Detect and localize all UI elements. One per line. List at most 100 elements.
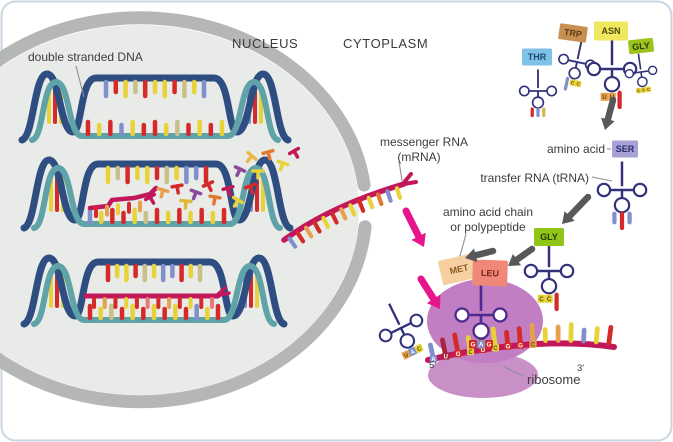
free-nucleotide bbox=[276, 159, 290, 172]
mrna-flow-arrow-1 bbox=[402, 207, 426, 247]
free-nucleotide bbox=[233, 165, 247, 178]
free-nucleotide bbox=[156, 186, 170, 199]
anticodon-base bbox=[485, 340, 493, 349]
mrna-base bbox=[452, 332, 460, 354]
anticodon-letter: C bbox=[570, 80, 575, 86]
amino-acid-name: GLY bbox=[540, 232, 558, 242]
trna-flow-arrow-2 bbox=[562, 193, 592, 224]
mrna-codon-letter: C bbox=[531, 343, 536, 349]
exit-mrna-layer bbox=[281, 172, 418, 249]
anticodon-base bbox=[407, 346, 418, 357]
amino-acid-name: THR bbox=[528, 52, 547, 62]
chain-growth-arrow bbox=[465, 247, 497, 263]
chain-pointer-line bbox=[459, 233, 467, 257]
mrna-base bbox=[375, 192, 384, 207]
mrna-codon-letter: U bbox=[481, 348, 485, 354]
anticodon-base bbox=[600, 92, 609, 101]
ribosome-small-subunit bbox=[428, 352, 538, 398]
amino-acid-tag-asn: ASN bbox=[594, 21, 628, 41]
amino-acid-tag-thr: THR bbox=[522, 48, 552, 66]
mrna-base bbox=[581, 327, 587, 344]
amino-acid-chain-label-line2: or polypeptide bbox=[450, 220, 526, 234]
dna-strand-top bbox=[20, 156, 294, 232]
mrna-base bbox=[394, 186, 403, 200]
amino-acid-tag-trp: TRP bbox=[558, 23, 588, 43]
dna-layer bbox=[18, 70, 294, 328]
free-nucleotide bbox=[189, 188, 203, 201]
amino-acid-name: MET bbox=[449, 262, 470, 276]
amino-acid-tag-met: MET bbox=[437, 252, 481, 286]
trna-ser bbox=[596, 161, 648, 231]
anticodon-base bbox=[574, 80, 582, 88]
amino-acid-tag-leu: LEU bbox=[472, 259, 508, 287]
anticodon-base bbox=[401, 350, 411, 360]
mrna-flow-arrow-2 bbox=[417, 275, 441, 309]
anticodon-base bbox=[563, 76, 570, 91]
anticodon-base bbox=[569, 79, 576, 87]
free-nucleotide bbox=[245, 151, 258, 164]
anticodon-letter: G bbox=[471, 342, 476, 349]
anticodon-letter: C bbox=[642, 87, 646, 92]
amino-acid-name: TRP bbox=[563, 27, 582, 39]
mrna-base bbox=[516, 326, 523, 345]
free-nucleotide bbox=[261, 148, 275, 161]
mrna-codon-letter: G bbox=[506, 345, 511, 351]
anticodon-letter: C bbox=[416, 346, 422, 353]
double-stranded-dna-label: double stranded DNA bbox=[28, 50, 143, 64]
mrna-base bbox=[593, 326, 600, 345]
nuclear-membrane bbox=[0, 11, 372, 409]
anticodon-base bbox=[469, 340, 477, 349]
anticodon-letter: C bbox=[637, 88, 641, 93]
dna-molecule bbox=[20, 254, 288, 328]
trna-flow-arrow-3 bbox=[508, 245, 536, 266]
nucleus-label: NUCLEUS bbox=[232, 36, 298, 51]
mrna-base bbox=[529, 322, 536, 344]
mrna-end-fork bbox=[214, 286, 231, 298]
anticodon-base bbox=[640, 87, 647, 93]
mrna-codon-letter: C bbox=[493, 346, 498, 352]
anticodon-base bbox=[645, 86, 652, 93]
arrows-layer bbox=[402, 96, 617, 309]
free-nucleotides-layer bbox=[143, 146, 301, 210]
anticodon-base bbox=[477, 340, 485, 349]
mrna-base bbox=[366, 195, 375, 210]
mrna-partial-strand bbox=[87, 185, 159, 211]
mrna-codon-letter-box bbox=[429, 355, 438, 363]
amino-acid-tag-ser: SER bbox=[612, 140, 638, 158]
anticodon-letter: C bbox=[547, 296, 552, 303]
mrna-codon-letter-box bbox=[516, 341, 525, 349]
five-prime-label: 5' bbox=[429, 360, 436, 371]
mrna-pointer-line bbox=[398, 160, 403, 182]
free-nucleotide bbox=[231, 195, 245, 208]
mrna-base bbox=[490, 326, 498, 348]
anticodon-base bbox=[414, 343, 424, 354]
mrna-codon-letter: G bbox=[518, 344, 523, 350]
trna-layer: THRCCTRPUUASNCCCGLYSERCCGLYGAGUACMETLEU bbox=[378, 21, 658, 360]
free-nucleotide bbox=[287, 146, 301, 159]
ribosome-label: ribosome bbox=[527, 372, 580, 387]
messenger-rna-label-line2: (mRNA) bbox=[397, 150, 440, 164]
exit-mrna-strand bbox=[281, 181, 407, 243]
mrna-codon-letter-box bbox=[442, 352, 450, 360]
dna-molecule bbox=[20, 156, 294, 232]
mrna-base bbox=[312, 220, 322, 234]
amino-acid-tag-gly: GLY bbox=[534, 228, 564, 246]
messenger-rna-label-line1: messenger RNA bbox=[380, 135, 468, 149]
anticodon-letter: A bbox=[479, 342, 484, 349]
exit-mrna-fork bbox=[400, 172, 418, 187]
anticodon-letter: U bbox=[602, 94, 607, 101]
free-nucleotide bbox=[221, 184, 235, 197]
mrna-codon-letter: C bbox=[468, 350, 473, 356]
amino-acid-tag-gly_top: GLY bbox=[627, 37, 655, 55]
mrna-base bbox=[348, 203, 357, 217]
mrna-codon-letter-box bbox=[491, 344, 500, 352]
dna-strand-top bbox=[18, 70, 292, 144]
free-nucleotide bbox=[143, 192, 157, 205]
mrna-codon-letter: G bbox=[456, 352, 461, 358]
